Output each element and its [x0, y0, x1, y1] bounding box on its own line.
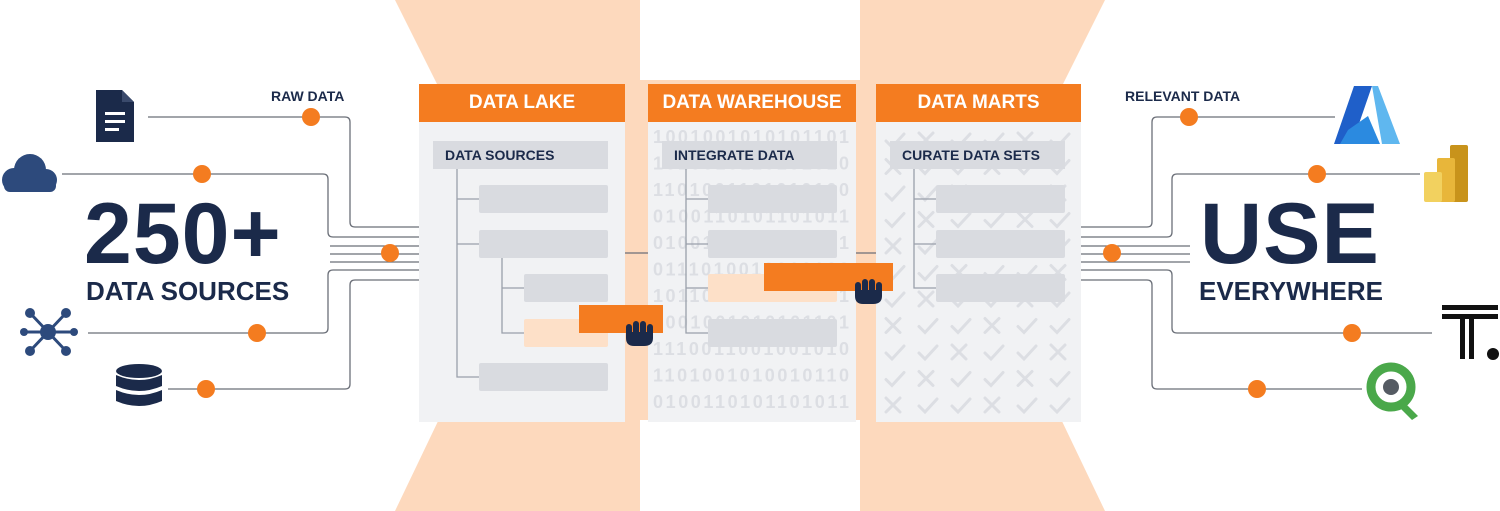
data-lake-tree — [433, 141, 663, 391]
data-marts-tree — [890, 141, 1065, 302]
pattern-mark — [983, 371, 1005, 388]
right-connectors — [1080, 116, 1432, 390]
data-sources-caption: DATA SOURCES — [86, 276, 290, 306]
data-sources-header: DATA SOURCES — [445, 147, 555, 163]
pattern-mark — [917, 265, 939, 282]
pattern-mark — [1016, 211, 1034, 228]
pattern-mark — [1049, 397, 1071, 415]
data-warehouse-tree — [662, 141, 893, 347]
pattern-mark — [1049, 318, 1071, 335]
pattern-mark — [1049, 371, 1071, 388]
everywhere-caption: EVERYWHERE — [1199, 276, 1383, 306]
pattern-mark — [884, 396, 902, 414]
pattern-mark — [950, 371, 972, 388]
pattern-mark — [950, 318, 972, 335]
grab-hand-icon — [855, 279, 882, 304]
grab-hand-icon — [626, 321, 653, 346]
pattern-mark — [917, 344, 939, 362]
cloud-icon — [2, 154, 57, 192]
pattern-mark — [917, 370, 935, 387]
data-sources-count: 250+ — [84, 186, 282, 282]
pattern-mark — [917, 211, 935, 228]
tableau-t-icon — [1442, 305, 1499, 360]
raw-data-label: RAW DATA — [271, 88, 345, 104]
pattern-mark — [917, 185, 939, 203]
left-connector-dots — [193, 108, 399, 398]
power-bi-icon — [1424, 145, 1468, 202]
pattern-mark — [950, 397, 972, 415]
pattern-mark — [917, 397, 939, 415]
network-icon — [20, 308, 78, 356]
pattern-mark — [983, 212, 1005, 229]
pattern-mark — [983, 396, 1001, 414]
pattern-mark — [1049, 212, 1071, 229]
pattern-mark — [917, 290, 935, 308]
pattern-mark — [884, 212, 906, 229]
pattern-mark — [884, 317, 902, 334]
database-icon — [116, 364, 162, 406]
relevant-data-label: RELEVANT DATA — [1125, 88, 1241, 104]
curate-data-sets-header: CURATE DATA SETS — [902, 147, 1040, 163]
pattern-mark — [884, 237, 902, 255]
left-connectors — [62, 116, 420, 390]
pattern-mark — [1016, 397, 1038, 415]
pattern-mark — [884, 344, 906, 362]
data-marts-panel — [876, 121, 1081, 422]
data-warehouse-title: DATA WAREHOUSE — [648, 84, 856, 122]
pattern-mark — [1049, 343, 1067, 361]
integrate-data-header: INTEGRATE DATA — [674, 147, 795, 163]
data-lake-title: DATA LAKE — [419, 84, 625, 122]
pattern-mark — [884, 185, 906, 203]
pattern-mark — [950, 343, 968, 361]
pattern-mark — [983, 317, 1001, 334]
azure-icon — [1334, 86, 1400, 144]
pattern-mark — [1016, 344, 1038, 362]
document-icon — [96, 90, 134, 142]
pattern-mark — [1016, 370, 1034, 387]
pattern-mark — [917, 318, 939, 335]
qlik-icon — [1366, 362, 1418, 420]
pattern-mark — [983, 344, 1005, 362]
data-marts-title: DATA MARTS — [876, 84, 1081, 122]
right-connector-dots — [1103, 108, 1361, 398]
pattern-mark — [1016, 318, 1038, 335]
use-headline: USE — [1200, 186, 1380, 282]
pattern-mark — [884, 291, 906, 309]
pattern-mark — [884, 371, 906, 388]
pattern-mark — [950, 212, 972, 229]
